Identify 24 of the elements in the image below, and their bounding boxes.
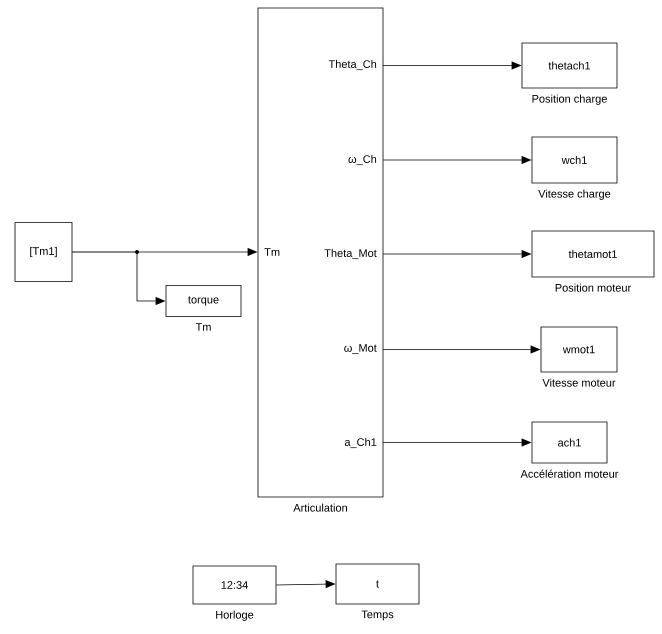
block-box: torque [166, 285, 242, 317]
block-box: 12:34 [192, 566, 276, 604]
block-caption: Vitesse moteur [542, 378, 616, 387]
block-box: wch1 [532, 136, 618, 184]
port-label: Theta_Mot [324, 248, 377, 260]
port-label: Tm [264, 248, 280, 256]
block-caption: Tm [196, 323, 211, 331]
block-box: thetamot1 [532, 230, 654, 278]
port-label: a_Ch1 [344, 438, 376, 448]
port-label: Theta_Ch [328, 60, 376, 70]
block-caption: Articulation [293, 504, 347, 512]
block-caption: Temps [362, 610, 394, 620]
block-box: thetach1 [522, 42, 618, 88]
port-label: ω_Mot [344, 344, 377, 354]
block-caption: Position moteur [556, 284, 631, 292]
block-caption: Vitesse charge [538, 190, 610, 200]
block-box: wmot1 [540, 326, 618, 372]
port-label: ω_Ch [348, 154, 376, 166]
block-box: [Tm1] [14, 222, 72, 282]
block-box: t [336, 564, 420, 604]
block-caption: Position charge [532, 94, 607, 105]
block-caption: Accélération moteur [520, 470, 618, 478]
block-caption: Horloge [216, 610, 254, 621]
block-box: ach1 [532, 422, 608, 464]
